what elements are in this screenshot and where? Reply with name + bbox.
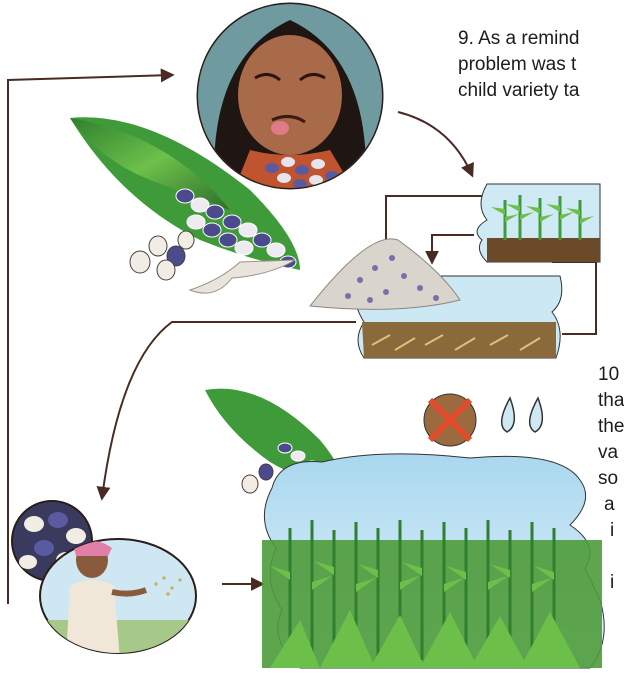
step-10-line-3: the: [598, 414, 624, 440]
sowing-farmer-oval: [40, 539, 200, 660]
step-9-line-1: 9. As a remind: [458, 26, 579, 52]
maize-field-panel: [262, 454, 604, 668]
step-9-line-2: problem was t: [458, 52, 579, 78]
step-10-line-8: i: [610, 570, 624, 596]
step-10-line-7: i: [610, 518, 624, 544]
step-10-line-6: a: [604, 492, 624, 518]
planted-row-panel: [477, 184, 600, 262]
step-10-line-2: tha: [598, 388, 624, 414]
step-9-line-3: child variety ta: [458, 78, 579, 104]
step-9-caption: 9. As a remind problem was t child varie…: [458, 26, 579, 104]
step-10-caption: 10 tha the va so a i i: [598, 362, 624, 596]
no-grazing-icon: [424, 394, 476, 446]
step-10-line-5: so: [598, 466, 624, 492]
step-10-line-4: va: [598, 440, 624, 466]
step-10-line-1: 10: [598, 362, 624, 388]
water-drops-icon: [502, 398, 543, 432]
loose-kernels: [130, 231, 194, 280]
